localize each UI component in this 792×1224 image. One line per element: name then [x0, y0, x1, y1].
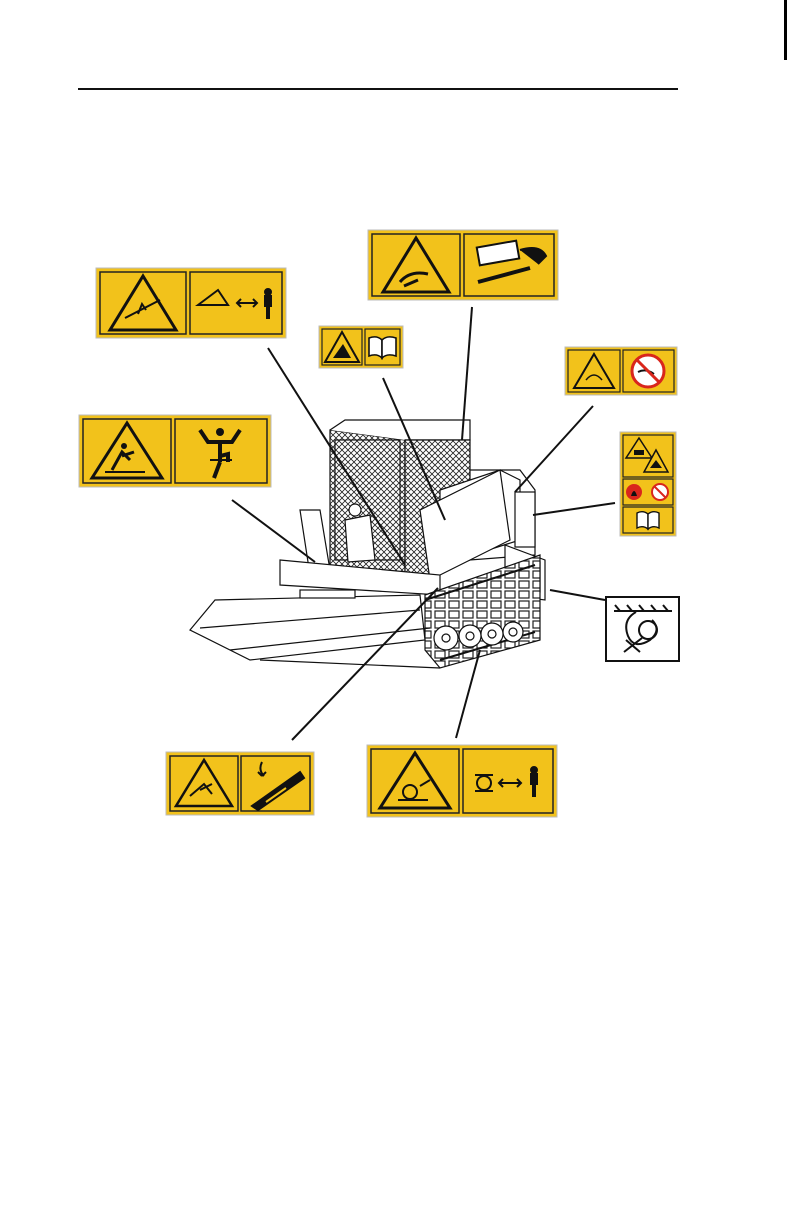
manual-book-icon — [369, 337, 396, 358]
decal-hand-cut — [368, 230, 558, 300]
decal-battery-explosion — [620, 432, 676, 536]
decal-boom-crush — [96, 268, 286, 338]
decal-read-manual — [319, 326, 403, 368]
decal-fall-hazard — [79, 415, 271, 487]
decal-bucket-crush — [166, 752, 314, 815]
decal-hot-surface — [565, 347, 677, 395]
decal-tie-down — [606, 597, 679, 661]
no-touch-icon — [632, 355, 664, 387]
manual-book-icon — [637, 512, 659, 529]
decal-track-entanglement — [367, 745, 557, 817]
